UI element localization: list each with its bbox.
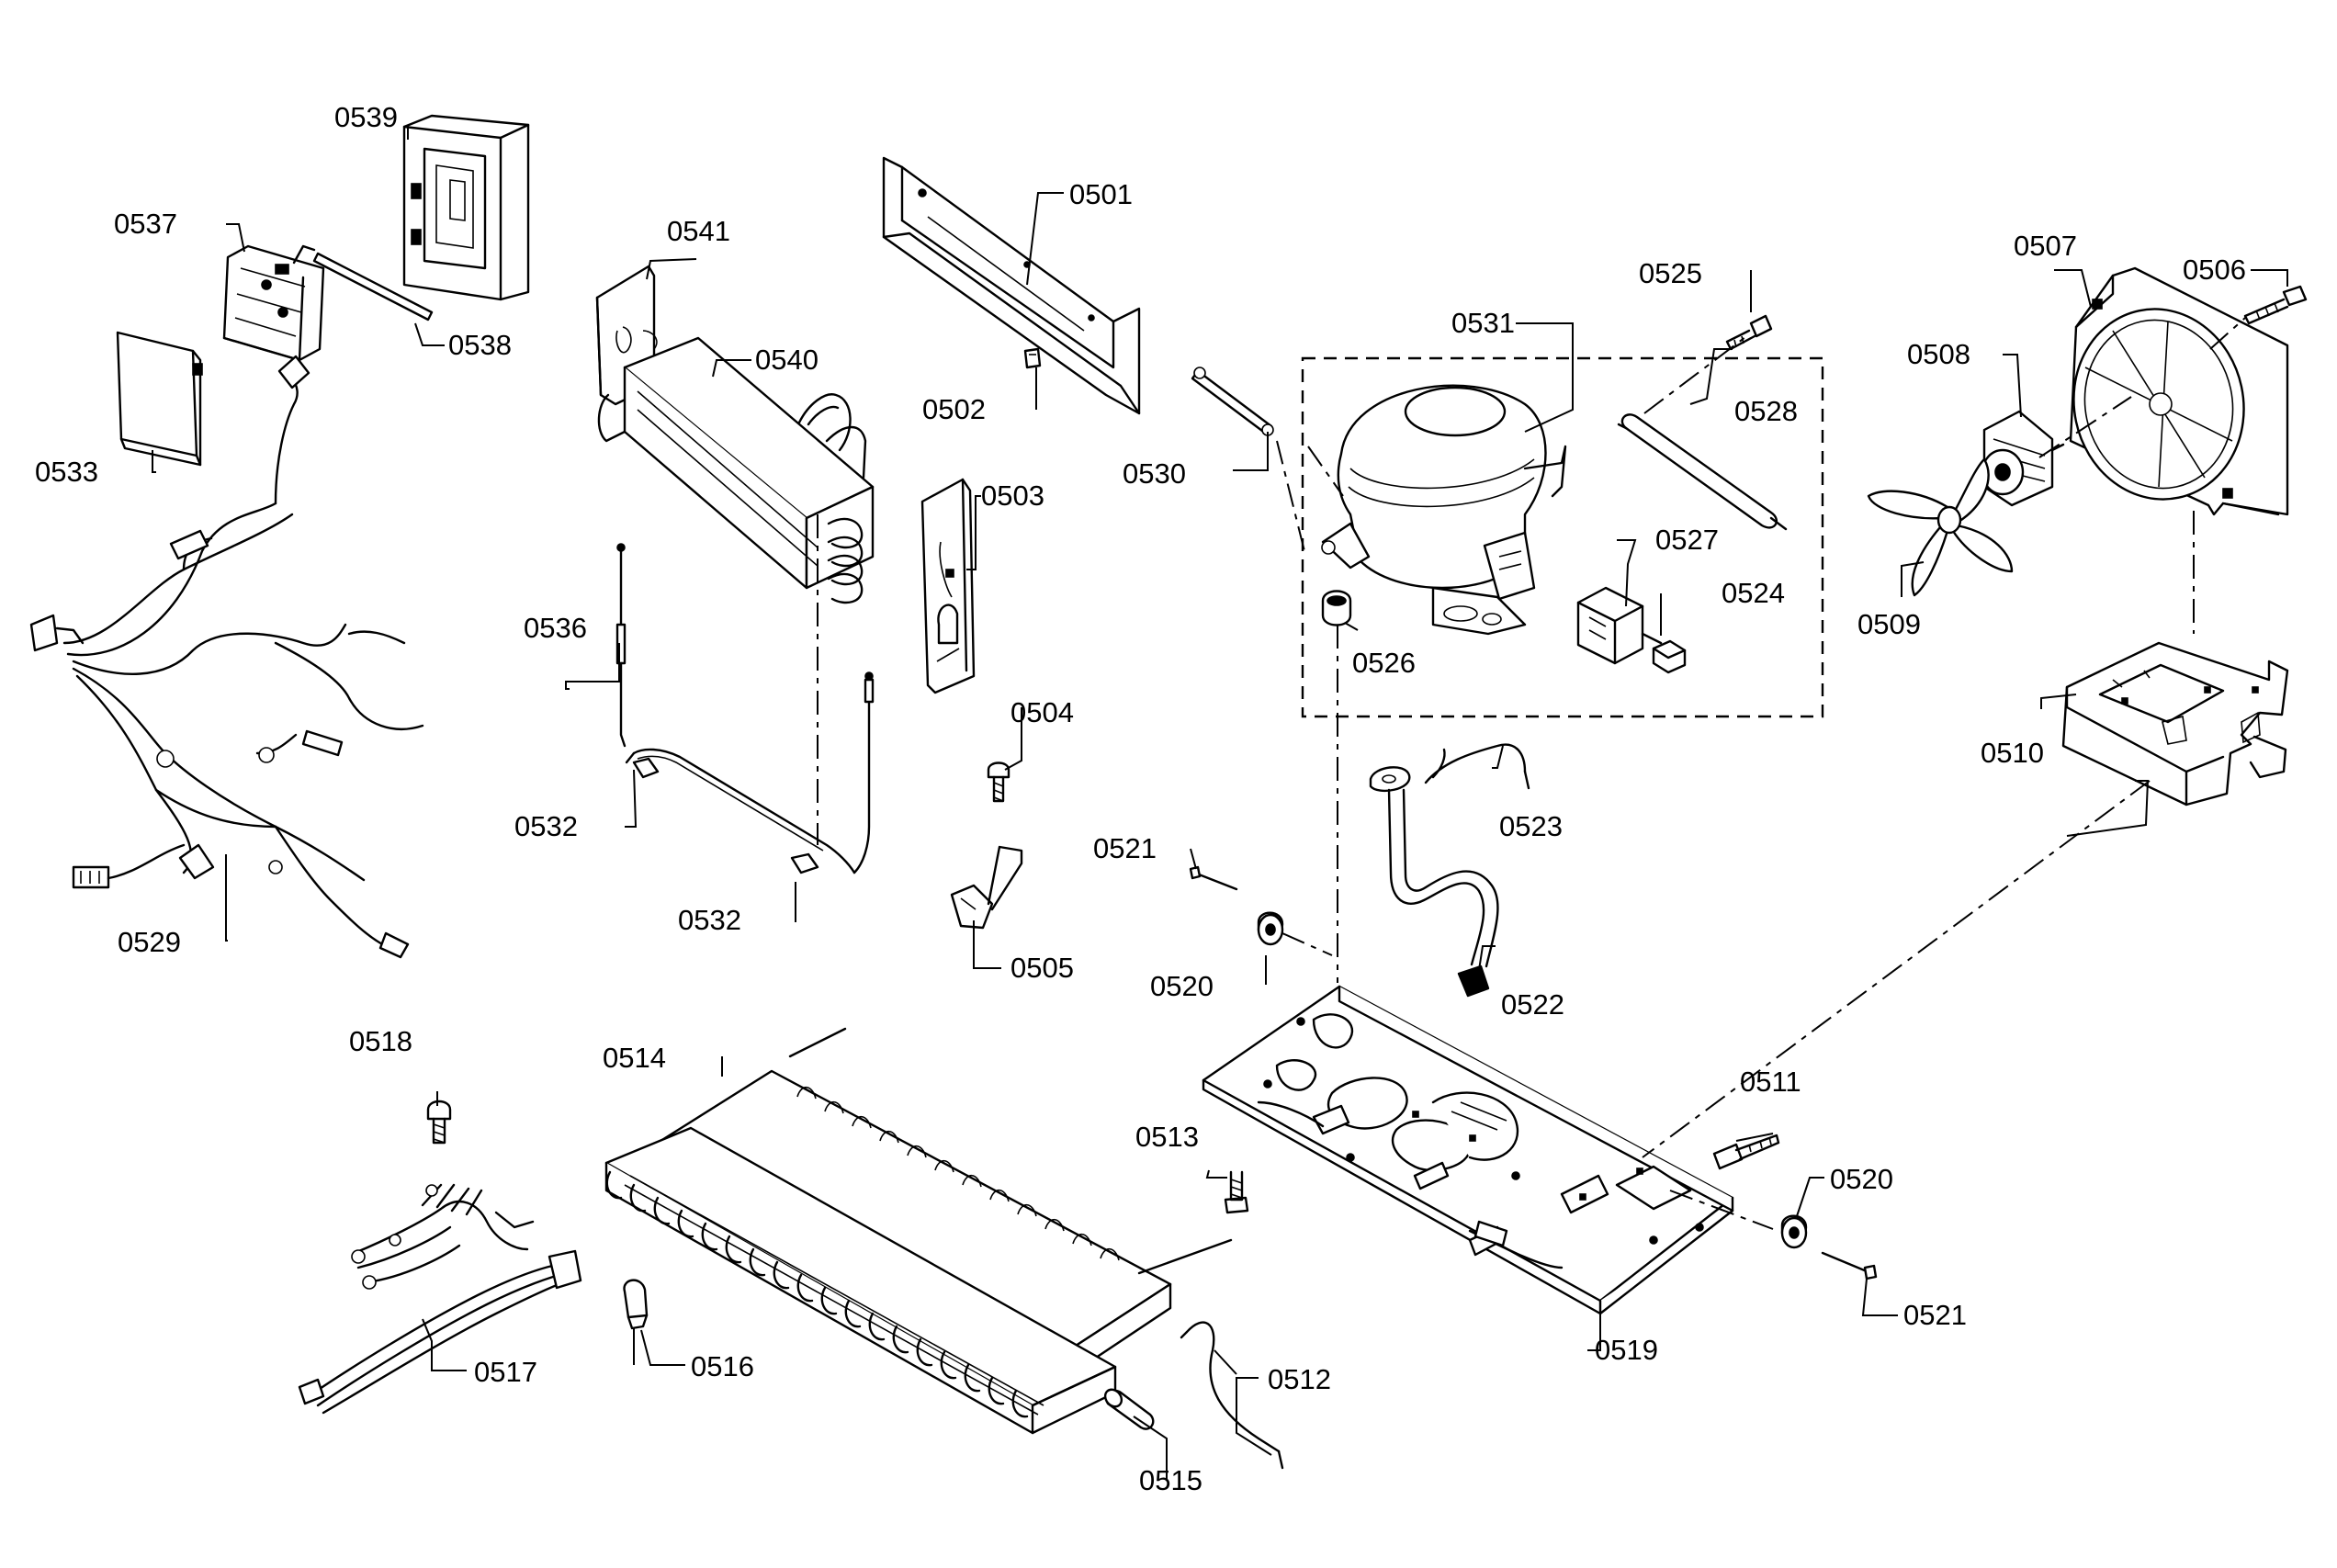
callout-0532-right: 0532 <box>678 904 741 936</box>
callout-0513: 0513 <box>1135 1121 1199 1153</box>
part-0528-filter-drier <box>1617 413 1788 531</box>
callout-0540: 0540 <box>755 344 819 376</box>
part-0516-clip <box>623 1279 649 1330</box>
part-0506-screw <box>2243 285 2308 325</box>
part-0523-wire-clip <box>1424 743 1530 790</box>
callout-0541: 0541 <box>667 215 730 247</box>
part-0539-control-housing <box>402 114 530 301</box>
callout-0529: 0529 <box>118 926 181 958</box>
callout-0538: 0538 <box>448 329 512 361</box>
part-0514-evaporator-coil <box>604 1027 1233 1435</box>
callout-0520-left: 0520 <box>1150 970 1214 1002</box>
part-0512-heater-wire <box>1180 1321 1284 1470</box>
part-0537-control-board <box>222 244 325 362</box>
callout-0528: 0528 <box>1734 395 1798 427</box>
part-0501-duct-cover <box>882 156 1141 415</box>
part-0509-fan-blade <box>1867 457 2014 597</box>
part-0521-pin-right <box>1821 1251 1878 1280</box>
part-0520-grommet-left <box>1257 911 1284 946</box>
callout-0510: 0510 <box>1981 737 2044 769</box>
callout-0514: 0514 <box>603 1042 666 1074</box>
callout-0507: 0507 <box>2014 230 2077 262</box>
callout-0517: 0517 <box>474 1356 537 1388</box>
callout-0516: 0516 <box>691 1350 754 1382</box>
part-0533-cover <box>116 331 203 467</box>
part-0503-damper <box>920 478 976 694</box>
callout-0519: 0519 <box>1595 1334 1658 1366</box>
callout-0501: 0501 <box>1069 178 1133 210</box>
part-0507-fan-shroud <box>2069 266 2289 516</box>
part-0524-overload <box>1652 639 1687 674</box>
part-0502-clip <box>1023 347 1042 369</box>
part-0540-evaporator <box>597 330 875 604</box>
part-0526-grommet <box>1321 590 1352 626</box>
part-0530-grommet-bar <box>1191 367 1274 436</box>
callout-0536: 0536 <box>524 612 587 644</box>
part-0531-compressor <box>1321 384 1567 636</box>
part-0529-wire-harness <box>29 355 424 959</box>
part-0522-suction-tube <box>1369 766 1499 998</box>
part-0505-bracket <box>950 845 1023 930</box>
part-0520-grommet-right <box>1780 1214 1808 1249</box>
callout-0518: 0518 <box>349 1025 412 1057</box>
callout-0515: 0515 <box>1139 1464 1202 1496</box>
callout-0525: 0525 <box>1639 257 1702 289</box>
callout-0502: 0502 <box>922 393 986 425</box>
callout-0527: 0527 <box>1655 524 1719 556</box>
callout-0539: 0539 <box>334 101 398 133</box>
callout-0530: 0530 <box>1123 457 1186 490</box>
assembly-dashed-lines <box>817 317 2246 1230</box>
part-0508-fan-motor <box>1981 410 2065 507</box>
callout-0520-right: 0520 <box>1830 1163 1893 1195</box>
compressor-kit-box <box>1301 356 1824 718</box>
part-0527-relay <box>1576 586 1663 665</box>
part-0518-screw <box>426 1100 452 1145</box>
callout-labels: 0501 0502 0503 0504 0505 0506 0507 0508 … <box>35 101 2246 1496</box>
callout-0524: 0524 <box>1722 577 1785 609</box>
callout-0512: 0512 <box>1268 1363 1331 1395</box>
callout-0511: 0511 <box>1740 1066 1801 1098</box>
part-0515-sleeve <box>1103 1388 1155 1430</box>
callout-0526: 0526 <box>1352 647 1416 679</box>
callout-0531: 0531 <box>1451 307 1515 339</box>
part-0513-screw <box>1224 1170 1249 1214</box>
callout-0521-left: 0521 <box>1093 832 1157 864</box>
callout-0521-right: 0521 <box>1903 1299 1967 1331</box>
callout-0509: 0509 <box>1857 608 1921 640</box>
part-0511-screw <box>1712 1134 1780 1170</box>
part-0538-rod <box>312 252 434 321</box>
callout-0506: 0506 <box>2183 254 2246 286</box>
callout-0533: 0533 <box>35 456 98 488</box>
part-0504-screw <box>987 761 1010 803</box>
part-0532-heater-tube <box>625 671 875 874</box>
part-0521-pin-left <box>1189 865 1238 891</box>
callout-0504: 0504 <box>1010 696 1074 728</box>
part-0517-wire-harness <box>298 1183 582 1415</box>
part-0519-compressor-base <box>1202 985 1734 1315</box>
leader-lines <box>152 125 2288 1481</box>
callout-0505: 0505 <box>1010 952 1074 984</box>
callout-0508: 0508 <box>1907 338 1970 370</box>
callout-0522: 0522 <box>1501 988 1564 1021</box>
callout-0503: 0503 <box>981 479 1044 512</box>
callout-0537: 0537 <box>114 208 177 240</box>
callout-0532-left: 0532 <box>514 810 578 842</box>
part-0510-fan-base <box>2061 641 2289 807</box>
part-0525-screw <box>1725 314 1773 351</box>
callout-0523: 0523 <box>1499 810 1563 842</box>
